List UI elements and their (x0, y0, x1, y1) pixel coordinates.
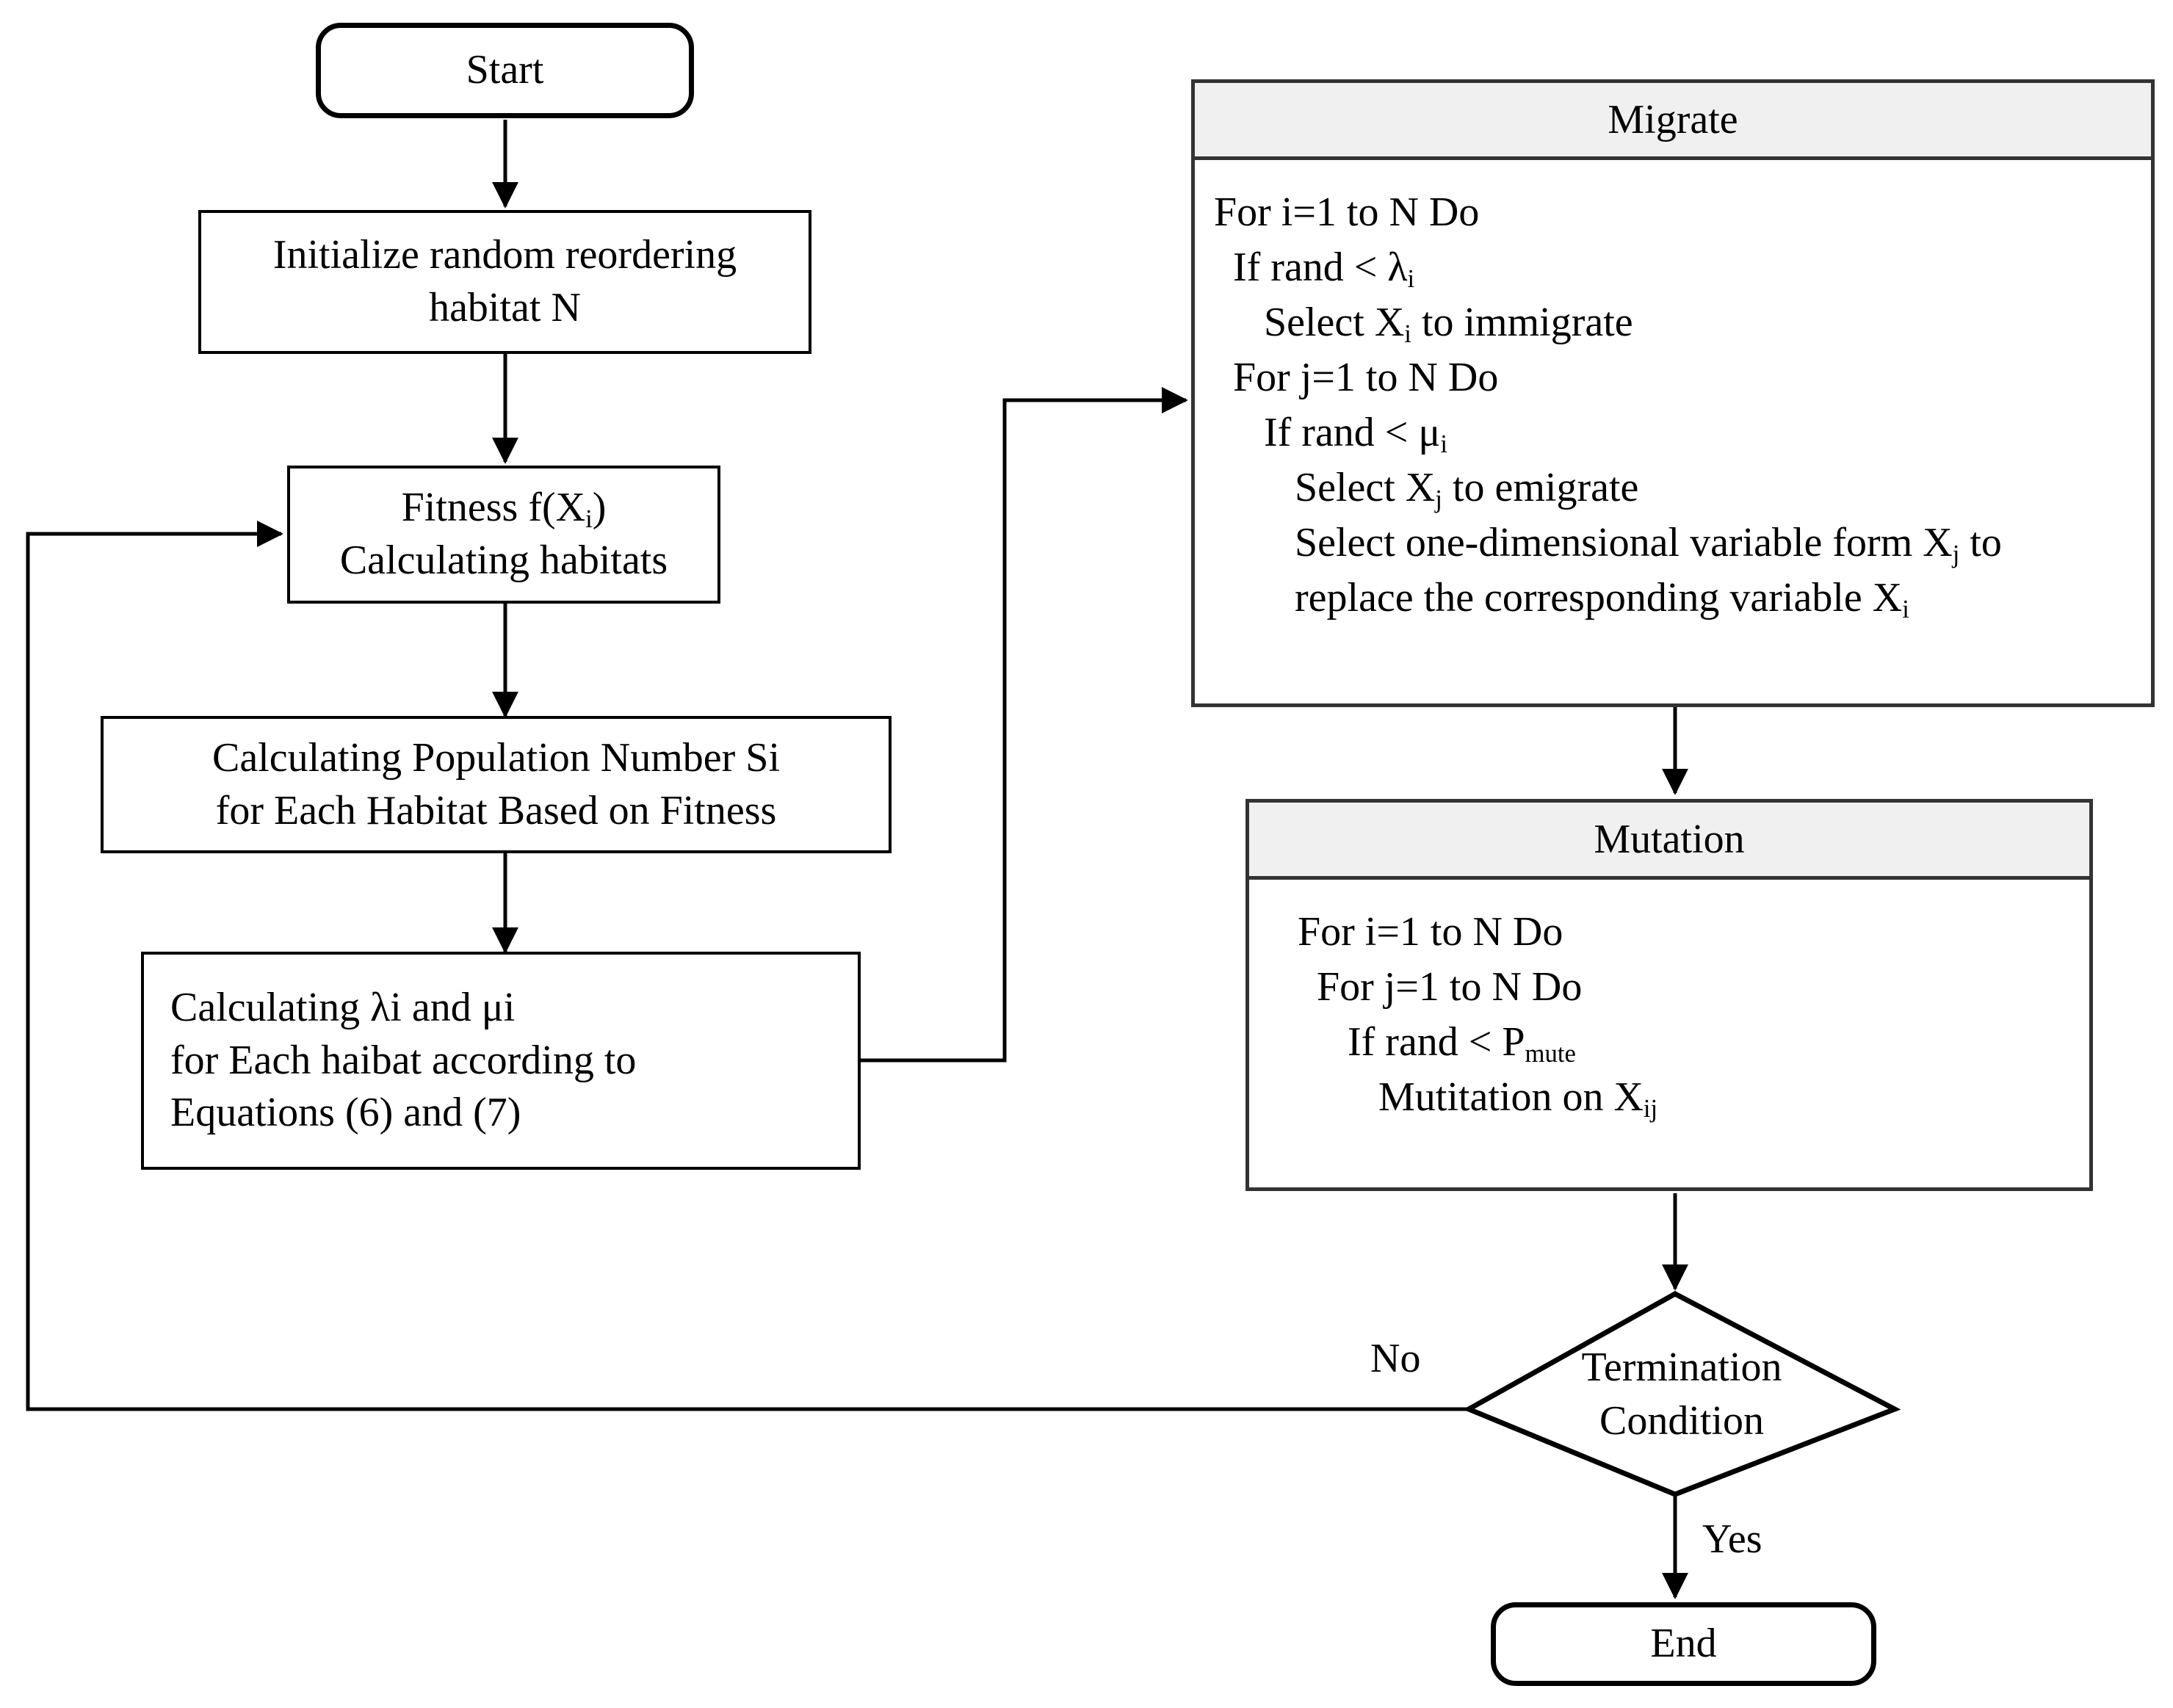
migrate-line-6: Select Xj to emigrate (1295, 465, 1639, 514)
initialize-line-1: Initialize random reordering (272, 232, 737, 278)
mutation-line-1: For i=1 to N Do (1298, 909, 1563, 955)
edge-label-yes: Yes (1702, 1516, 1762, 1562)
rates-line-2: for Each haibat according to (170, 1037, 637, 1083)
mutation-line-2: For j=1 to N Do (1317, 964, 1583, 1010)
node-migrate[interactable]: Migrate For i=1 to N Do If rand < λi Sel… (1191, 79, 2155, 707)
migrate-line-1: For i=1 to N Do (1214, 189, 1480, 235)
initialize-line-2: habitat N (429, 285, 581, 330)
migrate-header: Migrate (1195, 83, 2151, 160)
population-line-1: Calculating Population Number Si (211, 734, 781, 781)
migrate-line-8: replace the corresponding variable Xi (1295, 575, 1909, 624)
node-population[interactable]: Calculating Population Number Si for Eac… (101, 716, 892, 853)
rates-line-3: Equations (6) and (7) (170, 1090, 521, 1136)
edge-rates-to-migrate (861, 387, 1188, 1063)
migrate-body: For i=1 to N Do If rand < λi Select Xi t… (1195, 160, 2151, 626)
rates-line-1: Calculating λi and μi (170, 984, 516, 1030)
end-label: End (1650, 1621, 1717, 1667)
termination-line-2: Condition (1599, 1397, 1765, 1444)
node-rates[interactable]: Calculating λi and μi for Each haibat ac… (141, 952, 861, 1170)
node-initialize[interactable]: Initialize random reordering habitat N (198, 210, 811, 354)
termination-line-1: Termination (1581, 1344, 1782, 1390)
node-mutation[interactable]: Mutation For i=1 to N Do For j=1 to N Do… (1245, 799, 2093, 1191)
start-label: Start (466, 47, 544, 93)
fitness-line-2: Calculating habitats (339, 538, 668, 583)
node-fitness[interactable]: Fitness f(Xi) Calculating habitats (287, 466, 720, 604)
migrate-line-3: Select Xi to immigrate (1264, 300, 1633, 349)
fitness-line-1: Fitness f(Xi) (401, 485, 607, 534)
mutation-body: For i=1 to N Do For j=1 to N Do If rand … (1249, 880, 2089, 1125)
mutation-header: Mutation (1249, 803, 2089, 880)
termination-label: Termination Condition (1469, 1294, 1895, 1494)
edge-label-no: No (1370, 1336, 1421, 1381)
population-line-2: for Each Habitat Based on Fitness (215, 787, 777, 833)
node-end[interactable]: End (1491, 1602, 1876, 1686)
mutation-line-3: If rand < Pmute (1348, 1019, 1576, 1068)
migrate-line-4: For j=1 to N Do (1233, 355, 1499, 401)
node-start[interactable]: Start (316, 23, 694, 118)
node-termination[interactable]: Termination Condition (1469, 1294, 1895, 1494)
migrate-line-5: If rand < μi (1264, 410, 1448, 459)
migrate-line-7: Select one-dimensional variable form Xj … (1295, 520, 2002, 569)
mutation-line-4: Mutitation on Xij (1378, 1074, 1658, 1123)
migrate-line-2: If rand < λi (1233, 245, 1415, 294)
